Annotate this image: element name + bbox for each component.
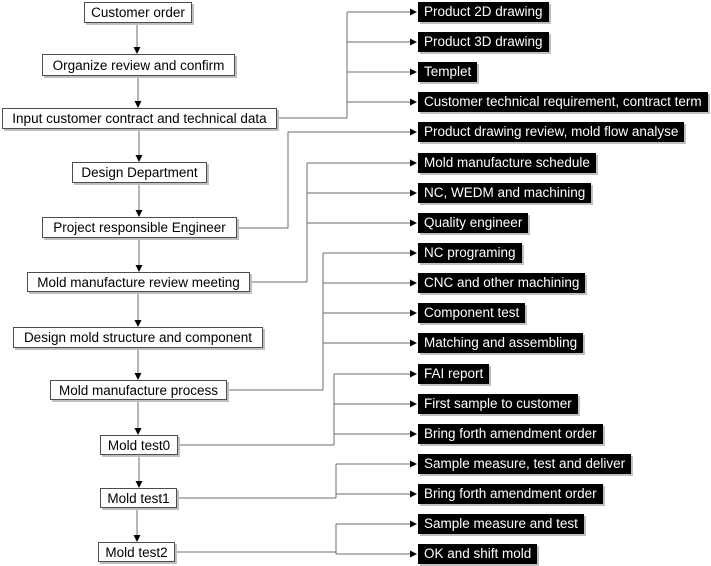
connector-review-meeting-outputs (250, 159, 417, 283)
connector-mold-test0-outputs (178, 370, 417, 446)
flow-output-customer-requirement: Customer technical requirement, contract… (418, 92, 708, 112)
flow-output-templet: Templet (418, 62, 478, 82)
flow-step-mold-test1: Mold test1 (100, 488, 177, 508)
flow-output-product-3d-drawing: Product 3D drawing (418, 32, 549, 52)
flow-output-cnc-other-machining: CNC and other machining (418, 273, 586, 293)
connector-mold-test1-outputs (177, 460, 417, 499)
flow-output-fai-report: FAI report (418, 364, 490, 384)
flow-step-design-department: Design Department (72, 162, 207, 183)
flow-output-manufacture-schedule: Mold manufacture schedule (418, 153, 596, 173)
flow-step-project-engineer: Project responsible Engineer (42, 217, 237, 238)
flow-output-drawing-review: Product drawing review, mold flow analys… (418, 122, 685, 142)
flow-step-design-mold-structure: Design mold structure and component (13, 327, 263, 348)
main-flow-arrows (133, 23, 143, 542)
flow-step-manufacture-process: Mold manufacture process (50, 380, 227, 400)
flow-output-nc-programing: NC programing (418, 243, 522, 263)
flow-step-review-meeting: Mold manufacture review meeting (27, 272, 250, 292)
flow-step-customer-order: Customer order (84, 2, 192, 23)
flow-output-component-test: Component test (418, 303, 526, 323)
flow-step-mold-test2: Mold test2 (98, 542, 175, 562)
connector-project-engineer-output (237, 128, 417, 229)
flow-output-product-2d-drawing: Product 2D drawing (418, 2, 549, 22)
flow-step-organize-review: Organize review and confirm (42, 54, 235, 76)
flow-output-first-sample: First sample to customer (418, 394, 578, 414)
flow-output-amendment-order-2: Bring forth amendment order (418, 484, 603, 504)
connector-mold-test2-outputs (175, 520, 417, 558)
connector-input-contract-outputs (277, 8, 417, 119)
flow-output-sample-measure-deliver: Sample measure, test and deliver (418, 454, 632, 474)
flow-step-input-contract: Input customer contract and technical da… (2, 108, 277, 129)
flow-step-mold-test0: Mold test0 (100, 435, 178, 455)
flow-output-nc-wedm-machining: NC, WEDM and machining (418, 183, 592, 203)
flow-output-ok-shift-mold: OK and shift mold (418, 544, 538, 564)
connector-manufacture-process-outputs (227, 249, 417, 391)
flow-output-quality-engineer: Quality engineer (418, 213, 529, 233)
flow-output-matching-assembling: Matching and assembling (418, 333, 584, 353)
flow-output-sample-measure-test: Sample measure and test (418, 514, 584, 534)
flow-output-amendment-order-1: Bring forth amendment order (418, 424, 603, 444)
